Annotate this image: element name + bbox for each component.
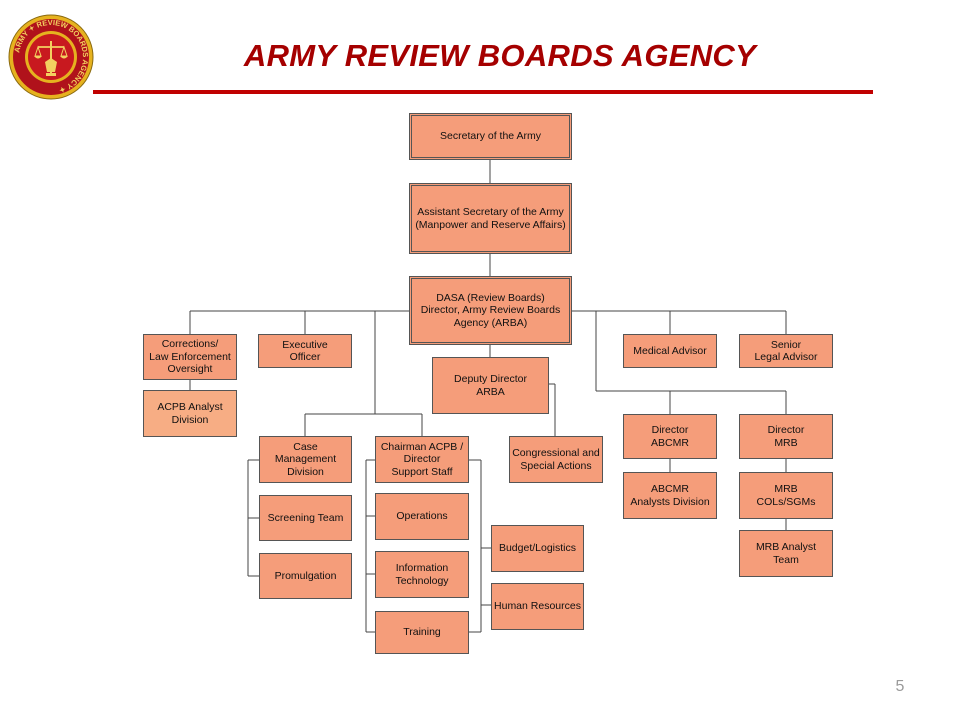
director-abcmr-box: Director ABCMR xyxy=(623,414,717,459)
director-mrb-box: Director MRB xyxy=(739,414,833,459)
promulgation-box: Promulgation xyxy=(259,553,352,599)
senior-legal-advisor-box: Senior Legal Advisor xyxy=(739,334,833,368)
chairman-acpb-box: Chairman ACPB / Director Support Staff xyxy=(375,436,469,483)
acpb-analyst-division-box: ACPB Analyst Division xyxy=(143,390,237,437)
medical-advisor-box: Medical Advisor xyxy=(623,334,717,368)
training-box: Training xyxy=(375,611,469,654)
executive-officer-box: Executive Officer xyxy=(258,334,352,368)
mrb-analyst-team-box: MRB Analyst Team xyxy=(739,530,833,577)
dasa-director-box: DASA (Review Boards) Director, Army Revi… xyxy=(409,276,572,345)
congressional-special-actions-box: Congressional and Special Actions xyxy=(509,436,603,483)
budget-logistics-box: Budget/Logistics xyxy=(491,525,584,572)
assistant-secretary-box: Assistant Secretary of the Army (Manpowe… xyxy=(409,183,572,254)
abcmr-analysts-division-box: ABCMR Analysts Division xyxy=(623,472,717,519)
deputy-director-box: Deputy Director ARBA xyxy=(432,357,549,414)
screening-team-box: Screening Team xyxy=(259,495,352,541)
page-number: 5 xyxy=(895,678,905,695)
case-management-division-box: Case Management Division xyxy=(259,436,352,483)
title-underline xyxy=(93,90,873,94)
human-resources-box: Human Resources xyxy=(491,583,584,630)
information-technology-box: Information Technology xyxy=(375,551,469,598)
operations-box: Operations xyxy=(375,493,469,540)
corrections-oversight-box: Corrections/ Law Enforcement Oversight xyxy=(143,334,237,380)
army-review-boards-agency-seal: ARMY ✦ REVIEW BOARDS AGENCY ✦ xyxy=(8,14,94,100)
secretary-of-the-army-box: Secretary of the Army xyxy=(409,113,572,160)
page-title: ARMY REVIEW BOARDS AGENCY xyxy=(243,38,757,73)
mrb-cols-sgms-box: MRB COLs/SGMs xyxy=(739,472,833,519)
